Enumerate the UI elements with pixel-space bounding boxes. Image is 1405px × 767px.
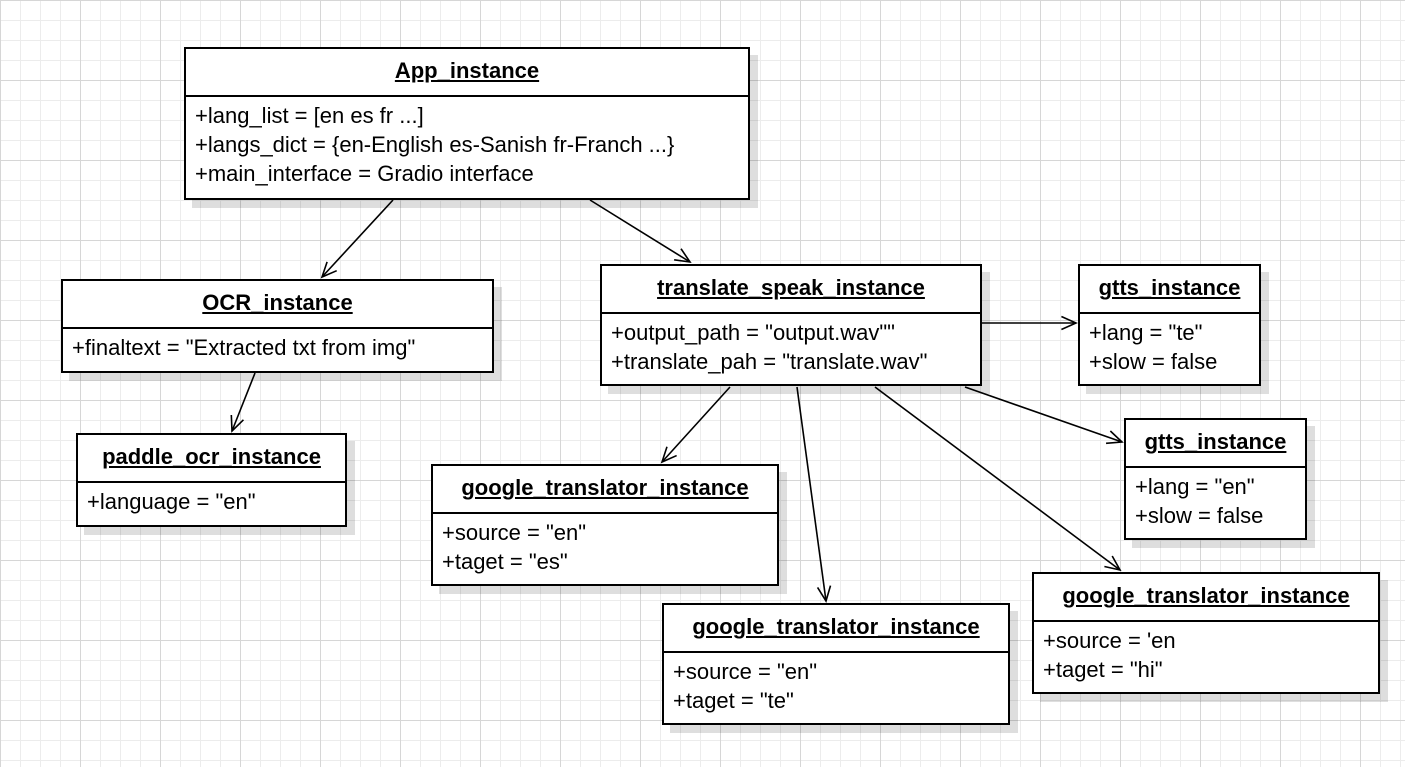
node-attributes: +source = "en" +taget = "es" xyxy=(433,514,777,580)
arrowhead-icon xyxy=(674,248,692,264)
attribute: +slow = false xyxy=(1135,503,1264,528)
arrowhead-icon xyxy=(320,261,338,279)
connector-line xyxy=(796,386,827,602)
connector-ocr-to-paddle xyxy=(230,372,256,433)
connector-line xyxy=(661,386,731,463)
attribute: +lang = "en" xyxy=(1135,474,1255,499)
node-title: translate_speak_instance xyxy=(602,266,980,314)
node-ocr-instance[interactable]: OCR_instance +finaltext = "Extracted txt… xyxy=(61,279,494,373)
node-attributes: +lang = "en" +slow = false xyxy=(1126,468,1305,534)
connector-line xyxy=(964,386,1123,443)
connector-translate_speak-to-gtts_en xyxy=(964,386,1124,445)
attribute: +taget = "te" xyxy=(673,688,794,713)
attribute: +slow = false xyxy=(1089,349,1218,374)
node-attributes: +lang_list = [en es fr ...] +langs_dict … xyxy=(186,97,748,192)
connector-line xyxy=(321,199,394,278)
connector-translate_speak-to-gt_te xyxy=(796,386,832,603)
node-title: gtts_instance xyxy=(1080,266,1259,314)
node-title: google_translator_instance xyxy=(664,605,1008,653)
attribute: +output_path = "output.wav"" xyxy=(611,320,895,345)
attribute: +translate_pah = "translate.wav" xyxy=(611,349,928,374)
node-title: google_translator_instance xyxy=(1034,574,1378,622)
connector-app-to-translate_speak xyxy=(589,199,692,264)
attribute: +language = "en" xyxy=(87,489,256,514)
arrowhead-icon xyxy=(660,446,677,464)
arrowhead-icon xyxy=(816,585,832,603)
node-attributes: +lang = "te" +slow = false xyxy=(1080,314,1259,380)
arrowhead-icon xyxy=(230,414,245,433)
node-attributes: +source = "en" +taget = "te" xyxy=(664,653,1008,719)
attribute: +langs_dict = {en-English es-Sanish fr-F… xyxy=(195,132,675,157)
node-gtts-instance-en[interactable]: gtts_instance +lang = "en" +slow = false xyxy=(1124,418,1307,540)
node-attributes: +source = 'en +taget = "hi" xyxy=(1034,622,1378,688)
node-google-translator-instance-es[interactable]: google_translator_instance +source = "en… xyxy=(431,464,779,586)
attribute: +main_interface = Gradio interface xyxy=(195,161,534,186)
node-title: gtts_instance xyxy=(1126,420,1305,468)
attribute: +finaltext = "Extracted txt from img" xyxy=(72,335,416,360)
node-translate-speak-instance[interactable]: translate_speak_instance +output_path = … xyxy=(600,264,982,386)
attribute: +lang_list = [en es fr ...] xyxy=(195,103,424,128)
arrowhead-icon xyxy=(1104,555,1122,572)
node-google-translator-instance-hi[interactable]: google_translator_instance +source = 'en… xyxy=(1032,572,1380,694)
node-paddle-ocr-instance[interactable]: paddle_ocr_instance +language = "en" xyxy=(76,433,347,527)
attribute: +source = "en" xyxy=(673,659,818,684)
attribute: +lang = "te" xyxy=(1089,320,1203,345)
node-attributes: +output_path = "output.wav"" +translate_… xyxy=(602,314,980,380)
connector-line xyxy=(231,372,256,432)
node-title: App_instance xyxy=(186,49,748,97)
node-attributes: +language = "en" xyxy=(78,483,345,520)
node-google-translator-instance-te[interactable]: google_translator_instance +source = "en… xyxy=(662,603,1010,725)
node-title: paddle_ocr_instance xyxy=(78,435,345,483)
attribute: +source = "en" xyxy=(442,520,587,545)
connector-line xyxy=(874,386,1121,571)
attribute: +source = 'en xyxy=(1043,628,1176,653)
node-title: google_translator_instance xyxy=(433,466,777,514)
connector-translate_speak-to-gt_hi xyxy=(874,386,1122,572)
node-gtts-instance-te[interactable]: gtts_instance +lang = "te" +slow = false xyxy=(1078,264,1261,386)
arrowhead-icon xyxy=(1105,430,1124,445)
attribute: +taget = "hi" xyxy=(1043,657,1163,682)
node-app-instance[interactable]: App_instance +lang_list = [en es fr ...]… xyxy=(184,47,750,200)
connector-translate_speak-to-gtts_te xyxy=(982,315,1078,331)
node-title: OCR_instance xyxy=(63,281,492,329)
attribute: +taget = "es" xyxy=(442,549,568,574)
connector-line xyxy=(589,199,691,263)
arrowhead-icon xyxy=(1061,315,1078,331)
connector-translate_speak-to-gt_es xyxy=(660,386,731,464)
connector-app-to-ocr xyxy=(320,199,394,279)
node-attributes: +finaltext = "Extracted txt from img" xyxy=(63,329,492,366)
